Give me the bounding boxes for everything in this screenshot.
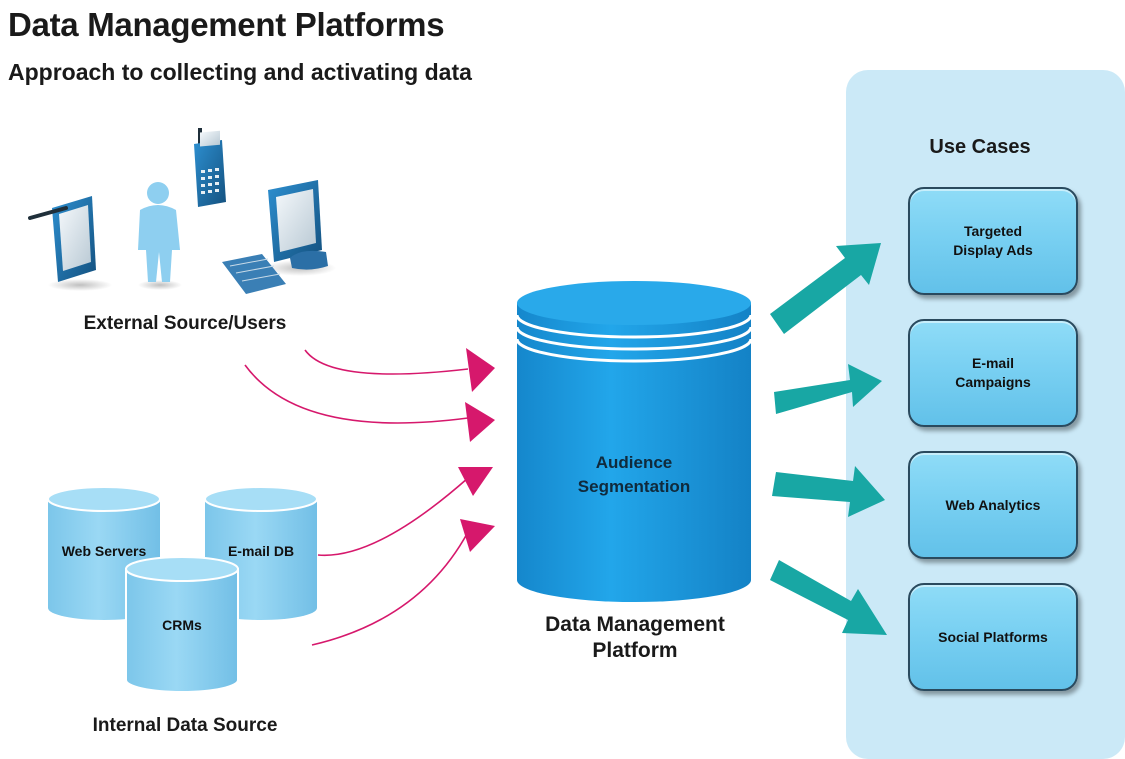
database-label-email-db: E-mail DB [228,543,294,559]
inflow-arrowhead-2 [465,402,495,442]
external-sources-label: External Source/Users [83,313,287,334]
user-icon [138,182,182,290]
desktop-computer-icon [222,180,336,294]
outflow-arrow-targeted-display-ads [770,243,881,334]
use-case-label: E-mail Campaigns [955,355,1031,390]
inflow-line-2 [244,364,469,424]
page-title: Data Management Platforms [8,6,445,43]
outflow-arrow-social-platforms [770,560,887,635]
dmp-platform-label: Data Management Platform [545,613,725,662]
use-case-web-analytics[interactable]: Web Analytics [908,451,1078,559]
use-cases-title: Use Cases [929,136,1031,158]
database-label-crms: CRMs [162,617,202,633]
inflow-line-1 [304,349,469,375]
mobile-phone-icon [194,128,226,207]
inflow-arrowhead-1 [466,348,495,392]
outflow-arrow-web-analytics [772,466,885,517]
use-case-label: Social Platforms [938,628,1048,645]
inflow-arrowhead-4 [460,519,495,552]
database-label-web-servers: Web Servers [62,543,147,559]
dmp-inner-label-line2: Segmentation [578,477,690,496]
dmp-cylinder [515,281,753,602]
dmp-inner-label-line1: Audience [596,453,673,472]
tablet-icon [28,196,112,291]
inflow-line-3 [317,477,469,557]
inflow-arrowhead-3 [458,467,493,496]
outflow-arrow-email-campaigns [774,364,882,414]
database-crms [125,556,239,693]
use-case-label: Targeted Display Ads [953,223,1033,258]
use-case-social-platforms[interactable]: Social Platforms [908,583,1078,691]
inflow-line-4 [311,531,469,646]
use-case-email-campaigns[interactable]: E-mail Campaigns [908,319,1078,427]
page-subtitle: Approach to collecting and activating da… [8,59,472,85]
use-case-targeted-display-ads[interactable]: Targeted Display Ads [908,187,1078,295]
use-case-label: Web Analytics [945,496,1041,513]
internal-sources-label: Internal Data Source [92,715,278,736]
